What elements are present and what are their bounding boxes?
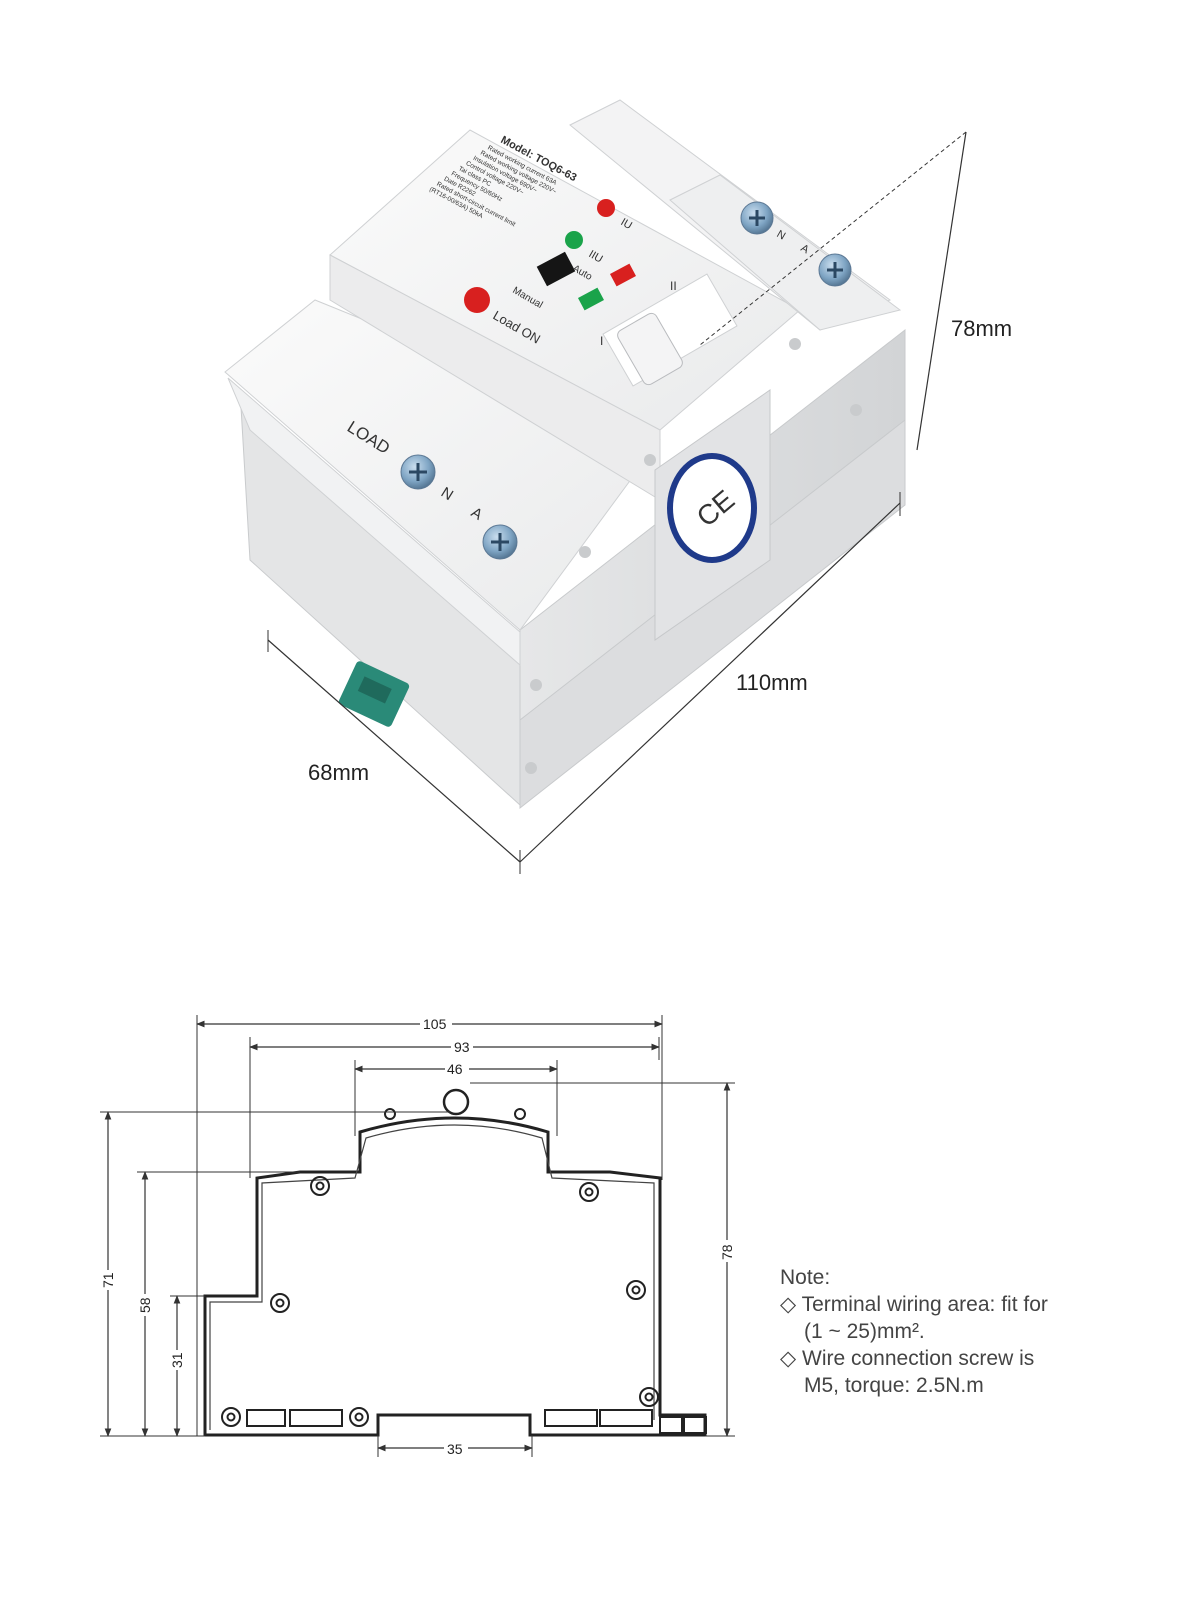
dim-label-71: 71 [100,1272,116,1288]
top-knob [442,1088,470,1116]
din-clip-slot [357,676,392,704]
technical-drawing: 105 93 46 35 71 58 31 78 [100,1015,735,1457]
dim-label-78: 78 [719,1244,735,1260]
transfer-switch-handle[interactable] [615,311,684,387]
dimension-3d: 78mm 110mm 68mm [267,131,1012,874]
mount-hole [850,404,862,416]
note-item: ◇ Wire connection screw is [780,1345,1110,1372]
switch-mark-1: I [600,334,603,348]
top-bump [514,1108,526,1120]
dimension-lines [104,1020,731,1452]
screw-icon [221,1407,241,1427]
load-terminal-face [227,377,521,667]
screw-icon [270,1293,290,1313]
dim-line-length [519,502,901,863]
dim-leader-height [699,131,967,346]
note-line: Wire connection screw is [802,1347,1035,1370]
cert-ring [667,453,757,563]
profile-inner [209,1124,655,1430]
note-line: (1 ~ 25)mm². [804,1320,925,1343]
mount-hole [525,762,537,774]
screw-icon [626,1280,646,1300]
extension-lines [100,1015,735,1457]
dim-label-93: 93 [454,1039,470,1055]
switch-mark-2: II [670,279,677,293]
screw-icon [579,1182,599,1202]
screw-slot-icon [491,533,509,551]
dim-label-35: 35 [447,1441,463,1457]
dim-label-58: 58 [137,1297,153,1313]
installation-note: Note: ◇ Terminal wiring area: fit for (1… [780,1264,1110,1399]
led-source-2 [565,231,583,249]
product-illustration: CE Model: TOQ6-63 Rated working current … [224,99,906,810]
dim-label-105: 105 [423,1016,447,1032]
dim-height-label: 78mm [951,316,1012,341]
housing-rear-top [669,174,902,331]
screw-icon [349,1407,369,1427]
mount-hole [789,338,801,350]
label-iu: IU [619,216,635,232]
note-line: M5, torque: 2.5N.m [804,1374,984,1397]
mount-hole [530,679,542,691]
dim-label-46: 46 [447,1061,463,1077]
drawing-screws [221,1176,659,1427]
diamond-bullet-icon: ◇ [780,1347,797,1370]
profile-outline [203,1116,707,1437]
diamond-bullet-icon: ◇ [780,1293,797,1316]
screw-icon [310,1176,330,1196]
indicator-green [578,287,604,311]
dimension-labels: 105 93 46 35 71 58 31 78 [100,1015,735,1457]
led-load-on [464,287,490,313]
mount-hole [579,546,591,558]
note-title: Note: [780,1266,831,1289]
mount-hole [644,454,656,466]
screw-slot-icon [409,463,427,481]
bottom-slots [246,1409,707,1434]
screw-slot-icon [827,262,843,278]
dim-label-31: 31 [169,1352,185,1368]
note-item: ◇ Terminal wiring area: fit for [780,1291,1110,1318]
auto-manual-selector[interactable] [536,251,576,287]
top-bump [384,1108,396,1120]
screw-slot-icon [749,210,765,226]
indicator-red [610,263,636,287]
screw-icon [639,1387,659,1407]
note-line: Terminal wiring area: fit for [801,1293,1048,1316]
led-source-1 [597,199,615,217]
dim-line-width [267,639,521,863]
dim-line-height [916,131,967,451]
dim-width-label: 68mm [308,760,369,785]
dim-length-label: 110mm [736,670,808,695]
